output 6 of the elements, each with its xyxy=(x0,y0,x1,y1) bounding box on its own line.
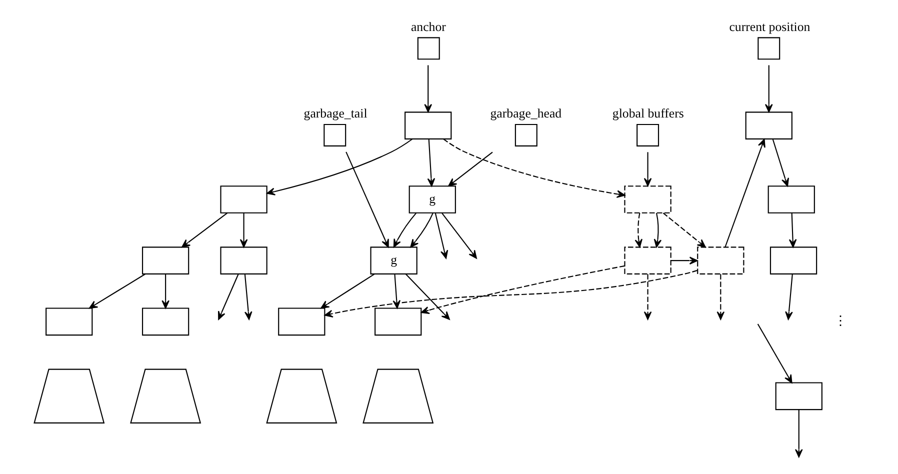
node-label: anchor xyxy=(410,20,446,34)
node-label: global buffers xyxy=(612,106,684,121)
label: ⋮ xyxy=(834,314,848,328)
node-label: current position xyxy=(729,20,810,34)
node-label: garbage_head xyxy=(490,106,562,121)
node-label: garbage_tail xyxy=(304,106,368,121)
